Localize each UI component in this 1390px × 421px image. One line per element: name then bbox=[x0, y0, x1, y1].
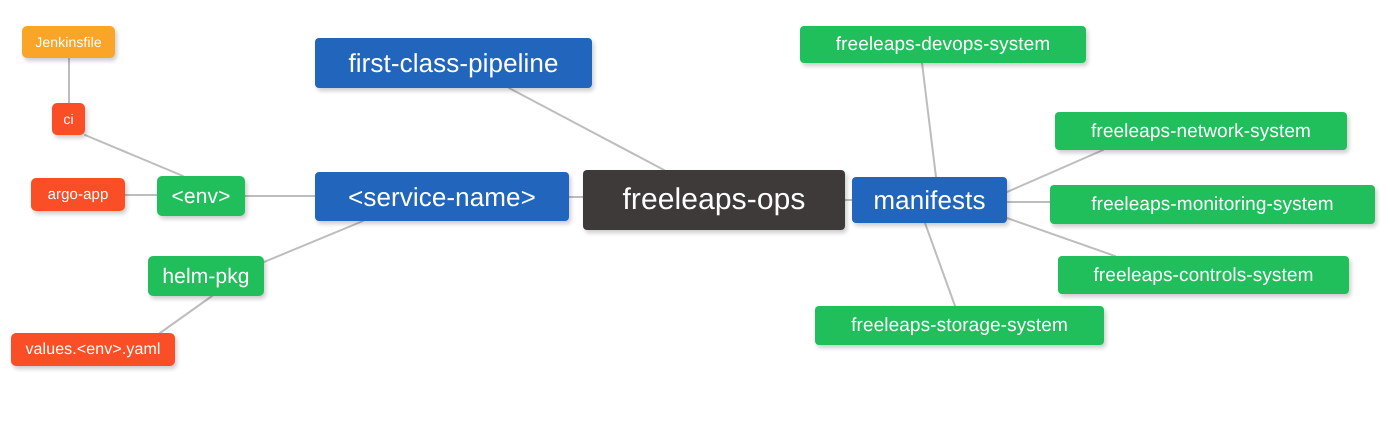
node-freeleaps-ops[interactable]: freeleaps-ops bbox=[583, 170, 845, 230]
node-freeleaps-monitoring-system[interactable]: freeleaps-monitoring-system bbox=[1050, 185, 1375, 224]
edge-helm-pkg-to-service-name bbox=[263, 220, 364, 263]
node-label-first-class-pipeline: first-class-pipeline bbox=[348, 48, 559, 78]
node-values-env-yaml[interactable]: values.<env>.yaml bbox=[11, 333, 175, 366]
node-first-class-pipeline[interactable]: first-class-pipeline bbox=[315, 38, 592, 88]
edge-manifests-to-freeleaps-devops-system bbox=[921, 62, 937, 178]
node-helm-pkg[interactable]: helm-pkg bbox=[148, 256, 264, 296]
node-label-env: <env> bbox=[171, 184, 231, 208]
node-label-argo-app: argo-app bbox=[47, 186, 109, 203]
edge-ci-to-env bbox=[84, 134, 184, 177]
node-label-manifests: manifests bbox=[873, 185, 986, 215]
node-service-name[interactable]: <service-name> bbox=[315, 172, 569, 221]
edge-first-class-pipeline-to-freeleaps-ops bbox=[508, 87, 665, 171]
node-freeleaps-devops-system[interactable]: freeleaps-devops-system bbox=[800, 26, 1086, 63]
node-label-helm-pkg: helm-pkg bbox=[162, 264, 250, 288]
node-label-service-name: <service-name> bbox=[348, 181, 536, 212]
node-freeleaps-network-system[interactable]: freeleaps-network-system bbox=[1055, 112, 1347, 150]
node-manifests[interactable]: manifests bbox=[852, 177, 1007, 223]
node-freeleaps-storage-system[interactable]: freeleaps-storage-system bbox=[815, 306, 1104, 345]
node-env[interactable]: <env> bbox=[157, 176, 245, 216]
node-jenkinsfile[interactable]: Jenkinsfile bbox=[22, 26, 115, 58]
edge-manifests-to-freeleaps-storage-system bbox=[924, 222, 956, 307]
node-label-freeleaps-storage-system: freeleaps-storage-system bbox=[851, 315, 1068, 336]
node-argo-app[interactable]: argo-app bbox=[31, 178, 125, 211]
node-freeleaps-controls-system[interactable]: freeleaps-controls-system bbox=[1058, 256, 1349, 294]
node-label-values-env-yaml: values.<env>.yaml bbox=[25, 340, 161, 358]
node-label-freeleaps-network-system: freeleaps-network-system bbox=[1091, 120, 1311, 142]
node-label-freeleaps-devops-system: freeleaps-devops-system bbox=[835, 34, 1051, 55]
node-label-freeleaps-controls-system: freeleaps-controls-system bbox=[1093, 264, 1314, 286]
node-ci[interactable]: ci bbox=[52, 103, 85, 135]
node-label-freeleaps-ops: freeleaps-ops bbox=[622, 183, 806, 216]
node-label-jenkinsfile: Jenkinsfile bbox=[35, 34, 102, 50]
edge-values-env-yaml-to-helm-pkg bbox=[159, 295, 213, 334]
node-label-ci: ci bbox=[63, 111, 74, 127]
node-label-freeleaps-monitoring-system: freeleaps-monitoring-system bbox=[1091, 194, 1334, 215]
